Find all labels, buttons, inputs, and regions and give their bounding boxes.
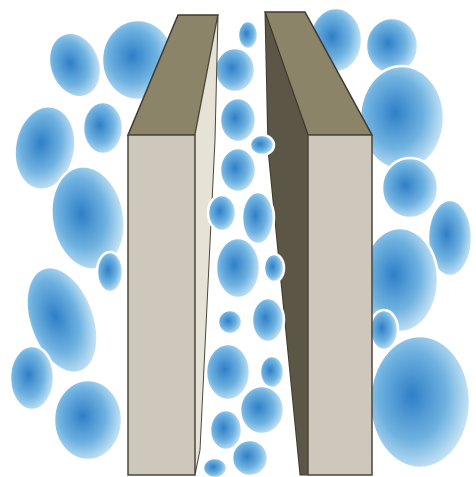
water-droplet-gap-3 (220, 148, 256, 192)
water-droplet-gap-8 (252, 298, 284, 342)
water-droplet-back-4 (83, 102, 123, 154)
water-droplet-gap-10 (206, 344, 250, 400)
water-droplet-back-17 (370, 336, 470, 468)
water-droplet-gap-12 (240, 386, 284, 434)
water-droplet-gap-1 (220, 98, 256, 142)
right-wall-front (308, 135, 372, 475)
water-droplet-gap-6 (216, 238, 260, 298)
water-droplet-gap-2 (250, 135, 274, 155)
water-droplet-back-13 (382, 158, 438, 218)
water-droplet-gap-11 (260, 356, 284, 388)
water-droplet-back-9 (54, 380, 122, 460)
water-droplet-gap-7 (264, 254, 284, 282)
water-droplet-gap-5 (242, 192, 274, 244)
water-droplet-gap-15 (203, 458, 227, 477)
water-droplet-gap-14 (232, 440, 268, 476)
water-droplet-back-19 (238, 21, 258, 49)
water-droplet-gap-4 (208, 195, 236, 231)
water-droplet-back-11 (366, 18, 418, 74)
water-droplet-back-6 (97, 252, 123, 292)
left-wall-front (128, 135, 195, 475)
water-droplet-gap-9 (218, 310, 242, 334)
water-droplet-back-18 (215, 48, 255, 92)
water-droplet-back-8 (10, 346, 54, 410)
water-droplet-back-16 (370, 310, 398, 350)
